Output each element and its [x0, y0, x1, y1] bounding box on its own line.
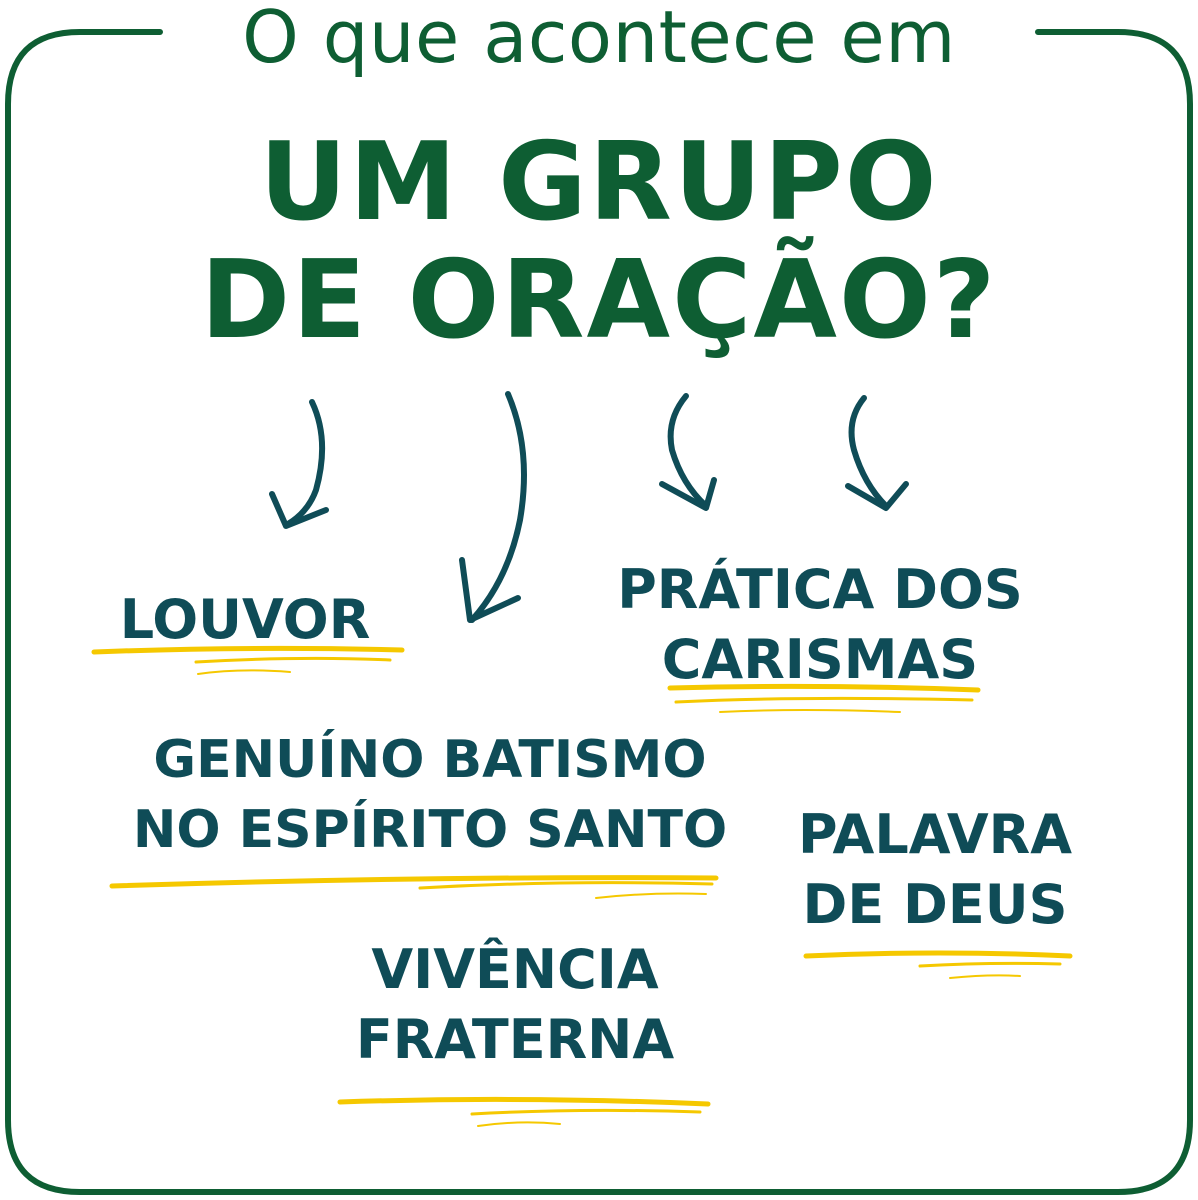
item-carismas-line1: PRÁTICA DOS [617, 558, 1023, 621]
item-carismas-line2: CARISMAS [661, 628, 979, 691]
item-vivencia-fraterna: VIVÊNCIA FRATERNA [330, 935, 700, 1075]
item-pratica-dos-carismas: PRÁTICA DOS CARISMAS [610, 555, 1030, 695]
item-palavra-line2: DE DEUS [802, 873, 1068, 936]
item-genuino-batismo: GENUÍNO BATISMO NO ESPÍRITO SANTO [105, 725, 755, 865]
item-louvor-line1: LOUVOR [119, 588, 371, 651]
item-palavra-line1: PALAVRA [797, 803, 1073, 866]
item-louvor: LOUVOR [90, 585, 400, 655]
item-palavra-de-deus: PALAVRA DE DEUS [790, 800, 1080, 940]
item-vivencia-line2: FRATERNA [355, 1008, 675, 1071]
item-vivencia-line1: VIVÊNCIA [371, 938, 659, 1001]
item-batismo-line2: NO ESPÍRITO SANTO [132, 800, 728, 860]
headline-intro: O que acontece em [242, 0, 956, 79]
headline-title-line1: UM GRUPO [259, 120, 939, 245]
headline-title-line2: DE ORAÇÃO? [200, 238, 998, 363]
item-batismo-line1: GENUÍNO BATISMO [153, 730, 707, 790]
